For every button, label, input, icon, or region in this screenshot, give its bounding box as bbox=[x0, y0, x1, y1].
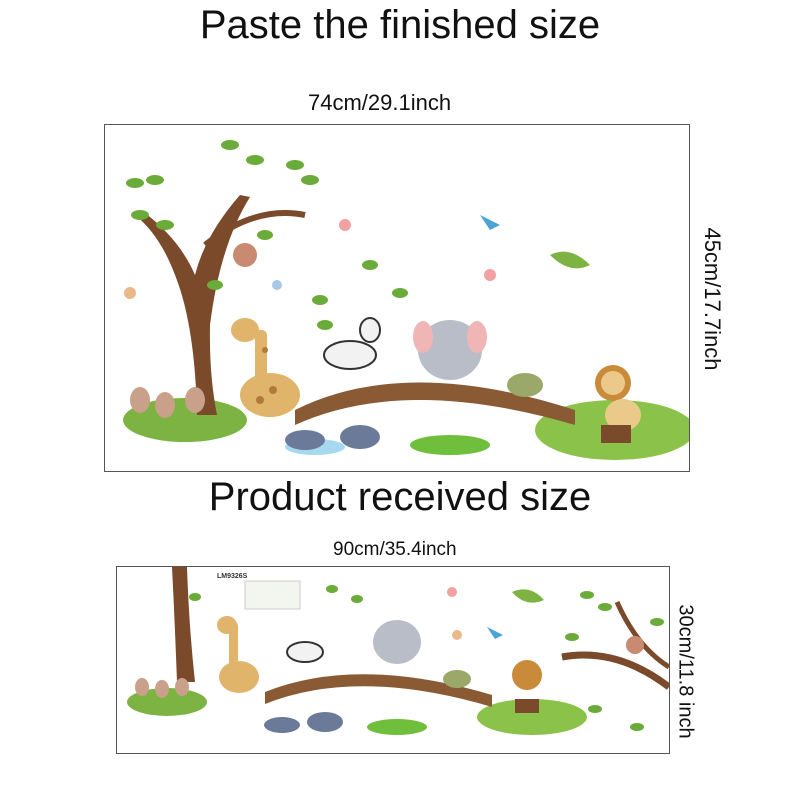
finished-sticker-frame bbox=[104, 124, 690, 472]
right-tree-branch bbox=[561, 651, 669, 690]
turtle bbox=[507, 373, 543, 397]
right-tree-branch bbox=[614, 600, 669, 670]
left-grass-mound bbox=[123, 398, 247, 442]
turtle bbox=[443, 670, 471, 688]
giraffe bbox=[217, 616, 259, 693]
finished-size-heading: Paste the finished size bbox=[199, 3, 601, 47]
right-grass-mound bbox=[477, 699, 587, 735]
monkey bbox=[233, 243, 257, 267]
hippo-left bbox=[285, 430, 325, 450]
crocodile bbox=[410, 435, 490, 455]
monkey bbox=[626, 636, 644, 654]
bunnies bbox=[130, 387, 205, 418]
butterfly bbox=[272, 280, 282, 290]
blue-bird bbox=[487, 627, 503, 639]
butterfly bbox=[447, 587, 457, 597]
butterfly bbox=[124, 287, 136, 299]
tree-leaves bbox=[126, 140, 408, 330]
bunnies bbox=[135, 678, 189, 698]
finished-height-label: 45cm/17.7inch bbox=[700, 227, 725, 371]
received-size-heading: Product received size bbox=[208, 475, 592, 519]
hippo-right bbox=[340, 425, 380, 449]
hippo-right bbox=[307, 712, 343, 732]
received-sticker-frame: LM9326S bbox=[116, 566, 670, 754]
finished-width-label: 74cm/29.1inch bbox=[308, 90, 452, 115]
received-illustration bbox=[127, 567, 669, 735]
parrot bbox=[512, 589, 544, 603]
lion bbox=[512, 660, 542, 690]
butterfly bbox=[452, 630, 462, 640]
butterfly bbox=[339, 219, 351, 231]
tree-branch bbox=[203, 210, 306, 248]
left-grass-mound bbox=[127, 688, 207, 716]
wooden-bridge bbox=[295, 382, 575, 425]
elephant bbox=[413, 320, 487, 380]
zebra bbox=[286, 641, 324, 663]
crocodile bbox=[367, 719, 427, 735]
lion bbox=[595, 365, 641, 443]
blue-bird bbox=[480, 215, 500, 230]
product-code: LM9326S bbox=[217, 573, 248, 580]
hippo-left bbox=[264, 717, 300, 733]
tree-leaves bbox=[189, 585, 664, 731]
preview-thumbnail bbox=[244, 580, 301, 610]
jungle-illustration bbox=[123, 140, 689, 460]
parrot bbox=[550, 251, 590, 269]
received-width-label: 90cm/35.4inch bbox=[333, 539, 457, 560]
butterfly bbox=[484, 269, 496, 281]
tree-trunk bbox=[135, 195, 250, 415]
wooden-bridge bbox=[265, 674, 492, 707]
received-height-label: 30cm/11.8 inch bbox=[674, 604, 697, 739]
tree-stump bbox=[515, 699, 539, 713]
tree-trunk bbox=[172, 567, 195, 682]
giraffe bbox=[231, 318, 300, 417]
zebra bbox=[323, 317, 381, 370]
elephant bbox=[373, 620, 421, 664]
